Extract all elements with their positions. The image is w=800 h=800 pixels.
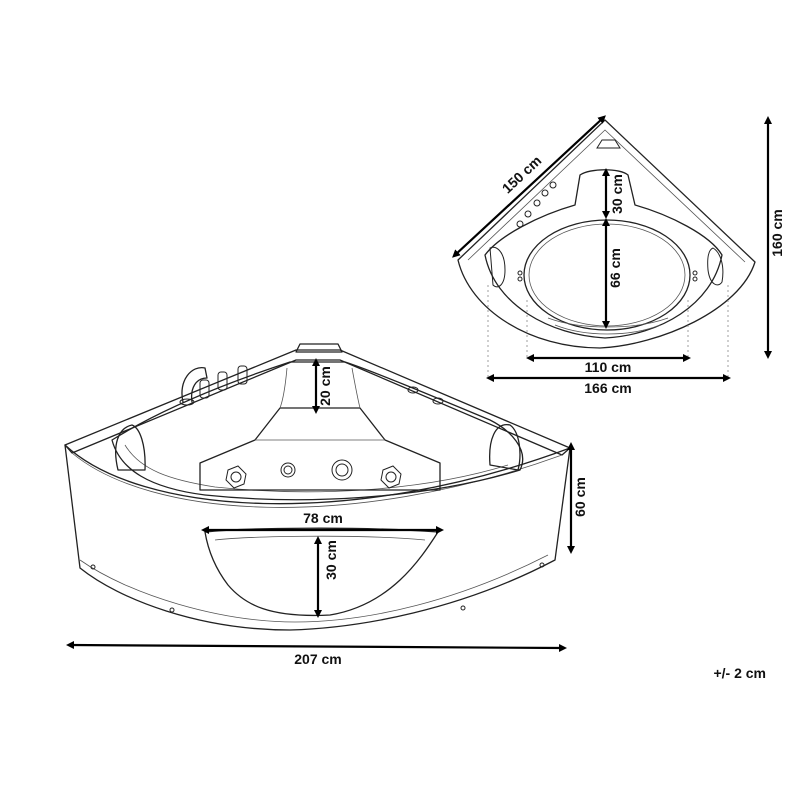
tolerance-note: +/- 2 cm bbox=[713, 665, 766, 681]
headrest-left bbox=[115, 424, 146, 471]
label-top-width: 166 cm bbox=[584, 380, 631, 396]
headrest-right bbox=[489, 424, 521, 471]
label-top-diagonal: 150 cm bbox=[499, 152, 545, 196]
label-window-height: 30 cm bbox=[323, 540, 339, 580]
faucet-controls bbox=[179, 365, 444, 406]
label-top-side: 160 cm bbox=[769, 209, 785, 256]
label-top-headrest: 30 cm bbox=[609, 174, 625, 214]
arrow-front-width bbox=[66, 641, 567, 652]
front-window bbox=[204, 527, 439, 617]
label-front-width: 207 cm bbox=[294, 651, 341, 667]
center-seat bbox=[199, 407, 441, 491]
label-tub-height: 60 cm bbox=[572, 477, 588, 517]
arrow-top-diagonal bbox=[452, 115, 606, 258]
tub-front-apron bbox=[64, 444, 571, 631]
top-pillow bbox=[295, 343, 343, 353]
label-basin-width: 110 cm bbox=[585, 359, 632, 375]
label-window-width: 78 cm bbox=[303, 510, 343, 526]
label-headrest-depth: 20 cm bbox=[317, 366, 333, 406]
label-basin-depth: 66 cm bbox=[607, 248, 623, 288]
dimension-labels: 207 cm 78 cm 30 cm 60 cm 20 cm 150 cm 16… bbox=[294, 152, 785, 681]
seat-jets bbox=[225, 459, 402, 489]
front-view-bathtub bbox=[64, 343, 571, 631]
top-outline bbox=[457, 119, 756, 349]
dimension-arrows bbox=[66, 115, 772, 652]
